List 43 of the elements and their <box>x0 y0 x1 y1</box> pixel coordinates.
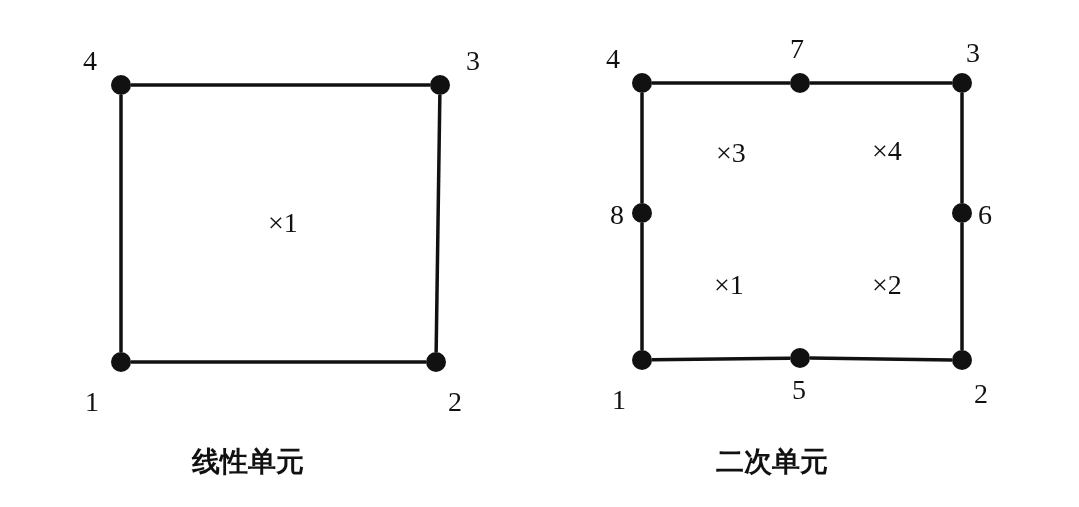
node-number: 4 <box>606 45 620 73</box>
node-number: 5 <box>792 376 806 404</box>
node-dot <box>632 73 652 93</box>
element-edge-line <box>960 93 964 203</box>
element-edge-line <box>131 83 430 87</box>
element-caption: 线性单元 <box>192 447 304 477</box>
element-caption: 二次单元 <box>716 447 828 477</box>
node-number: 8 <box>610 201 624 229</box>
integration-point-label: ×1 <box>268 208 298 238</box>
element-edge-line <box>434 94 442 353</box>
element-edge-line <box>960 223 964 350</box>
node-number: 3 <box>966 39 980 67</box>
integration-point-label: ×3 <box>716 138 746 168</box>
integration-point-label: ×2 <box>872 270 902 300</box>
node-number: 1 <box>612 386 626 414</box>
node-number: 3 <box>466 47 480 75</box>
element-edge-line <box>640 223 644 350</box>
element-edge-line <box>652 81 790 85</box>
node-dot <box>790 73 810 93</box>
integration-point-label: ×1 <box>714 270 744 300</box>
node-dot <box>111 75 131 95</box>
node-number: 2 <box>974 380 988 408</box>
node-number: 6 <box>978 201 992 229</box>
node-dot <box>790 348 810 368</box>
node-number: 2 <box>448 388 462 416</box>
element-edge-line <box>640 93 644 203</box>
node-dot <box>111 352 131 372</box>
node-number: 7 <box>790 35 804 63</box>
node-dot <box>952 203 972 223</box>
node-dot <box>632 203 652 223</box>
node-dot <box>952 350 972 370</box>
element-edge-line <box>809 356 953 362</box>
node-dot <box>952 73 972 93</box>
integration-point-label: ×4 <box>872 136 902 166</box>
element-edge-line <box>810 81 952 85</box>
element-edge-line <box>652 356 790 362</box>
node-dot <box>426 352 446 372</box>
element-edge-line <box>119 95 123 352</box>
element-edge-line <box>131 360 426 364</box>
node-number: 1 <box>85 388 99 416</box>
node-dot <box>632 350 652 370</box>
node-number: 4 <box>83 47 97 75</box>
node-dot <box>430 75 450 95</box>
